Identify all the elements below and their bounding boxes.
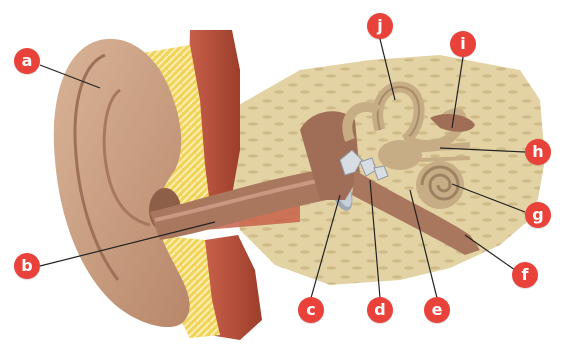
label-c-badge: c	[298, 297, 324, 323]
label-j-badge: j	[367, 13, 393, 39]
label-g-badge: g	[525, 202, 551, 228]
label-i-badge: i	[450, 31, 476, 57]
label-f-badge: f	[512, 262, 538, 288]
label-b-badge: b	[14, 253, 40, 279]
label-h-badge: h	[525, 139, 551, 165]
label-a-badge: a	[14, 48, 40, 74]
label-e-badge: e	[424, 297, 450, 323]
label-d-badge: d	[367, 297, 393, 323]
